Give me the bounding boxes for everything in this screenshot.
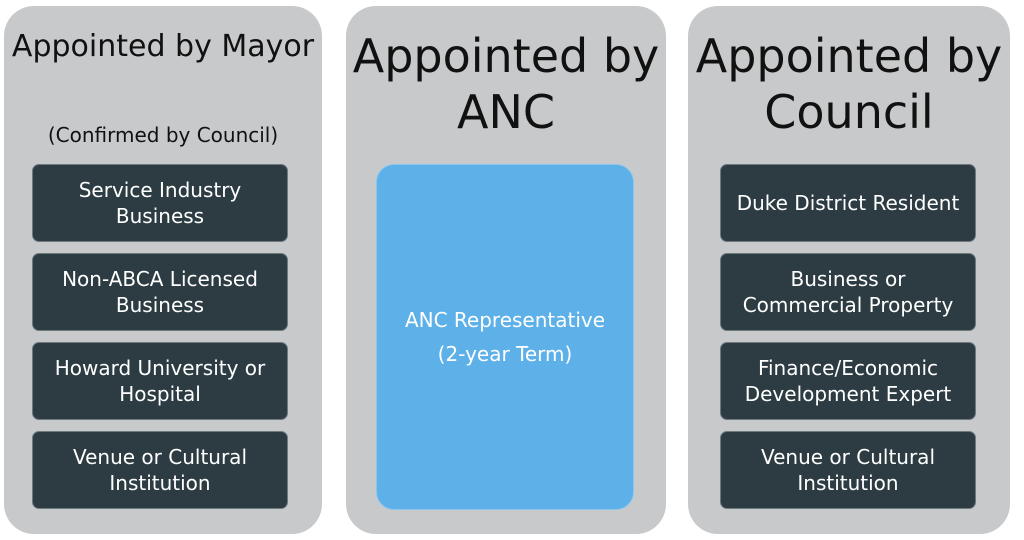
anc-representative-label: ANC Representative <box>404 308 606 332</box>
mayor-column-subheading: (Confirmed by Council) <box>47 123 279 147</box>
anc-representative-box: ANC Representative (2-year Term) <box>376 164 634 510</box>
council-item-duke-resident: Duke District Resident <box>720 164 976 242</box>
anc-column-heading: Appointed by ANC <box>352 29 660 139</box>
mayor-item-service-industry: Service Industry Business <box>32 164 288 242</box>
mayor-column-heading: Appointed by Mayor <box>11 29 315 64</box>
council-item-finance-expert: Finance/Economic Development Expert <box>720 342 976 420</box>
mayor-item-non-abca: Non-ABCA Licensed Business <box>32 253 288 331</box>
council-column-heading: Appointed by Council <box>695 29 1003 139</box>
council-item-business-property: Business or Commercial Property <box>720 253 976 331</box>
council-column: Appointed by Council Duke District Resid… <box>688 6 1010 534</box>
anc-column: Appointed by ANC ANC Representative (2-y… <box>346 6 666 534</box>
anc-term-label: (2-year Term) <box>437 342 573 366</box>
mayor-item-venue: Venue or Cultural Institution <box>32 431 288 509</box>
council-item-venue: Venue or Cultural Institution <box>720 431 976 509</box>
mayor-column: Appointed by Mayor (Confirmed by Council… <box>4 6 322 534</box>
mayor-item-howard: Howard University or Hospital <box>32 342 288 420</box>
